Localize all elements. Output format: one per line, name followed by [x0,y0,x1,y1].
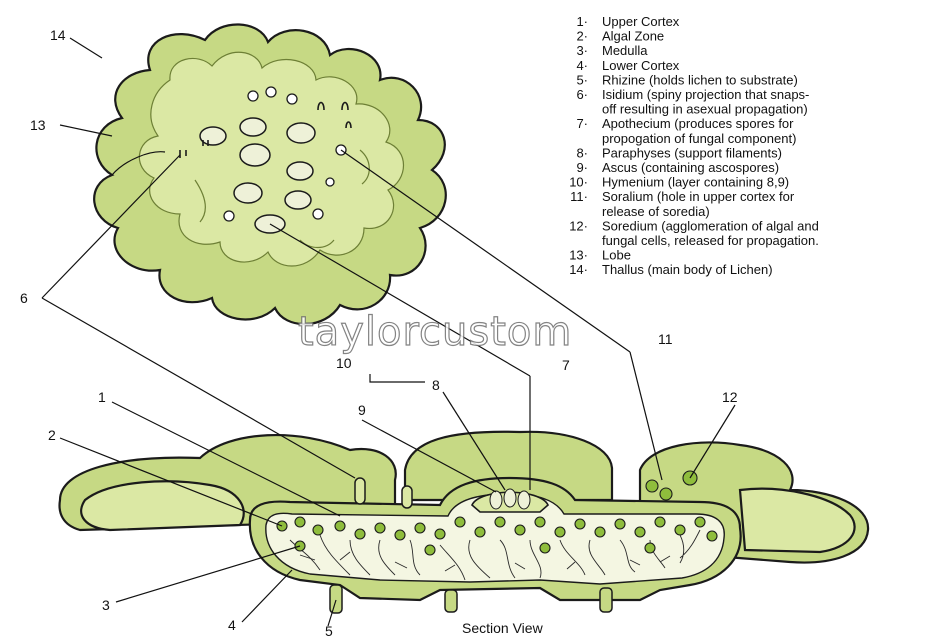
callout-6: 6 [20,290,28,306]
section-view [60,432,869,613]
callout-2: 2 [48,427,56,443]
legend-text-3-line-1: Medulla [602,43,648,58]
legend-number-9: 9· [576,160,588,175]
legend-text-7-line-2: propogation of fungal component) [602,131,796,146]
legend-text-11-line-2: release of soredia) [602,204,710,219]
callout-13: 13 [30,117,46,133]
watermark: taylorcustom [298,309,572,355]
callout-9: 9 [358,402,366,418]
legend-text-10-line-1: Hymenium (layer containing 8,9) [602,175,789,190]
legend-text-1-line-1: Upper Cortex [602,14,680,29]
legend-number-1: 1· [576,14,588,29]
legend-number-11: 11· [570,189,588,204]
legend-text-5-line-1: Rhizine (holds lichen to substrate) [602,72,798,87]
legend-number-7: 7· [576,116,588,131]
thallus-top-view [94,24,446,324]
legend-number-14: 14· [569,262,588,277]
callout-3: 3 [102,597,110,613]
callout-1: 1 [98,389,106,405]
legend-number-10: 10· [569,175,588,190]
legend-text-14-line-1: Thallus (main body of Lichen) [602,262,773,277]
callout-14: 14 [50,27,66,43]
legend-text-9-line-1: Ascus (containing ascospores) [602,160,779,175]
legend-number-12: 12· [569,218,588,233]
legend-text-7-line-1: Apothecium (produces spores for [602,116,794,131]
legend-text-11-line-1: Soralium (hole in upper cortex for [602,189,795,204]
callout-5: 5 [325,623,333,638]
legend-number-6: 6· [576,87,588,102]
legend: 1· Upper Cortex 2· Algal Zone 3· Medulla 4· Low… [569,14,819,277]
callout-11: 11 [658,331,673,347]
legend-text-6-line-1: Isidium (spiny projection that snaps- [602,87,809,102]
legend-number-2: 2· [576,29,588,44]
legend-text-4-line-1: Lower Cortex [602,58,680,73]
callout-7: 7 [562,357,570,373]
callout-10: 10 [336,355,352,371]
legend-text-2-line-1: Algal Zone [602,29,664,44]
legend-number-5: 5· [576,72,588,87]
legend-text-12-line-1: Soredium (agglomeration of algal and [602,218,819,233]
legend-text-6-line-2: off resulting in asexual propagation) [602,102,808,117]
legend-text-13-line-1: Lobe [602,248,631,263]
legend-text-12-line-2: fungal cells, released for propagation. [602,233,819,248]
legend-text-8-line-1: Paraphyses (support filaments) [602,145,782,160]
legend-number-13: 13· [569,248,588,263]
callout-12: 12 [722,389,738,405]
legend-number-4: 4· [576,58,588,73]
legend-number-3: 3· [576,43,588,58]
callout-8: 8 [432,377,440,393]
callout-4: 4 [228,617,236,633]
legend-number-8: 8· [576,145,588,160]
front-lobe-left [81,481,244,530]
section-view-caption: Section View [462,620,544,636]
